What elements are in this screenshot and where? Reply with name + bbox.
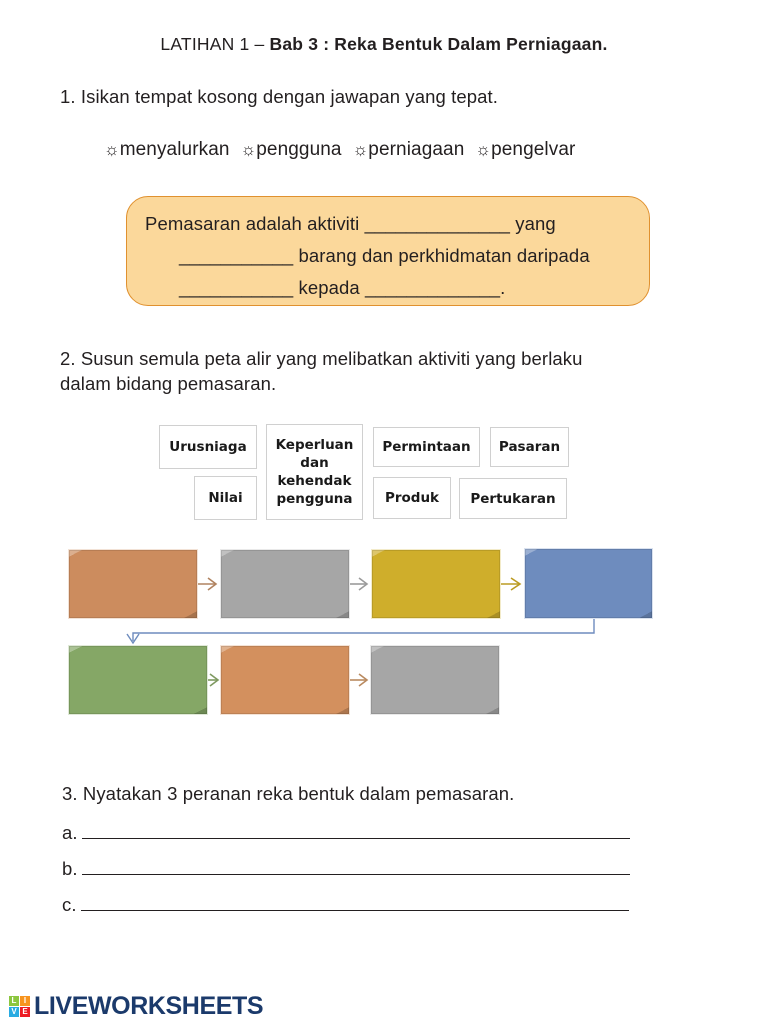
word-bank-item-3: ☼perniagaan: [353, 139, 465, 160]
flow-arrow-1: [198, 577, 218, 591]
word-bank-label-2: pengguna: [256, 139, 342, 160]
word-box-permintaan[interactable]: Permintaan: [373, 427, 480, 467]
logo-tile-i: I: [20, 995, 30, 1006]
word-bank-label-4: pengelvar: [491, 139, 576, 160]
answer-rule-c[interactable]: [80, 897, 629, 911]
answer-label-c: c.: [62, 894, 77, 915]
word-box-produk[interactable]: Produk: [373, 477, 451, 519]
sun-icon: ☼: [352, 140, 369, 159]
word-box-nilai[interactable]: Nilai: [194, 476, 257, 520]
answer-rule-a[interactable]: [81, 825, 630, 839]
flow-box-4[interactable]: [524, 548, 653, 619]
flow-box-5[interactable]: [68, 645, 208, 715]
sun-icon: ☼: [475, 140, 492, 159]
logo-tile-l: L: [9, 995, 19, 1006]
word-bank-item-2: ☼pengguna: [241, 139, 342, 160]
flow-arrow-3: [501, 577, 522, 591]
word-box-keperluan-dan-kehendak-pengguna[interactable]: Keperluan dan kehendak pengguna: [266, 424, 363, 520]
liveworksheets-footer[interactable]: L I V E LIVEWORKSHEETS: [9, 992, 264, 1021]
sun-icon: ☼: [104, 140, 120, 159]
flow-box-6[interactable]: [220, 645, 350, 715]
answer-label-a: a.: [62, 822, 78, 843]
flow-box-3[interactable]: [371, 549, 501, 619]
answer-line-a[interactable]: a.: [62, 822, 630, 844]
word-bank-label-1: menyalurkan: [119, 139, 230, 160]
flow-box-7[interactable]: [370, 645, 500, 715]
title-regular-part: LATIHAN 1 –: [160, 34, 270, 54]
answer-line-b[interactable]: b.: [62, 858, 630, 880]
question-1-prompt: 1. Isikan tempat kosong dengan jawapan y…: [60, 86, 498, 107]
question-2-prompt: 2. Susun semula peta alir yang melibatka…: [60, 346, 710, 396]
answer-line-c[interactable]: c.: [62, 894, 629, 916]
flow-arrow-4: [208, 673, 220, 687]
flow-connector-wrap: [126, 619, 595, 645]
word-bank-item-1: ☼menyalurkan: [104, 139, 230, 160]
answer-rule-b[interactable]: [81, 861, 630, 875]
flow-box-1[interactable]: [68, 549, 198, 619]
word-box-pasaran[interactable]: Pasaran: [490, 427, 569, 467]
title-bold-part: Bab 3 : Reka Bentuk Dalam Perniagaan.: [269, 34, 608, 54]
logo-tile-e: E: [20, 1006, 30, 1017]
word-box-urusniaga[interactable]: Urusniaga: [159, 425, 257, 469]
logo-tile-v: V: [9, 1006, 19, 1017]
word-box-pertukaran[interactable]: Pertukaran: [459, 478, 567, 519]
question-2-prompt-line-2: dalam bidang pemasaran.: [60, 373, 277, 394]
question-1-word-bank: ☼menyalurkan☼pengguna☼perniagaan☼pengelv…: [104, 139, 586, 161]
word-bank-label-3: perniagaan: [368, 139, 465, 160]
sun-icon: ☼: [240, 140, 257, 159]
word-bank-item-4: ☼pengelvar: [475, 139, 575, 160]
liveworksheets-brand-text: LIVEWORKSHEETS: [34, 992, 264, 1020]
cloze-line-2: ___________ barang dan perkhidmatan dari…: [179, 245, 590, 266]
flow-arrow-2: [350, 577, 369, 591]
liveworksheets-logo-icon: L I V E: [9, 995, 31, 1018]
cloze-line-3: ___________ kepada _____________.: [179, 277, 506, 298]
cloze-line-1: Pemasaran adalah aktiviti ______________…: [145, 213, 556, 234]
question-3-prompt: 3. Nyatakan 3 peranan reka bentuk dalam …: [62, 783, 515, 804]
answer-label-b: b.: [62, 858, 78, 879]
flow-arrow-5: [350, 673, 369, 687]
cloze-answer-box[interactable]: Pemasaran adalah aktiviti ______________…: [126, 196, 650, 306]
flow-box-2[interactable]: [220, 549, 350, 619]
question-2-prompt-line-1: 2. Susun semula peta alir yang melibatka…: [60, 348, 583, 369]
page-title: LATIHAN 1 – Bab 3 : Reka Bentuk Dalam Pe…: [0, 34, 768, 55]
